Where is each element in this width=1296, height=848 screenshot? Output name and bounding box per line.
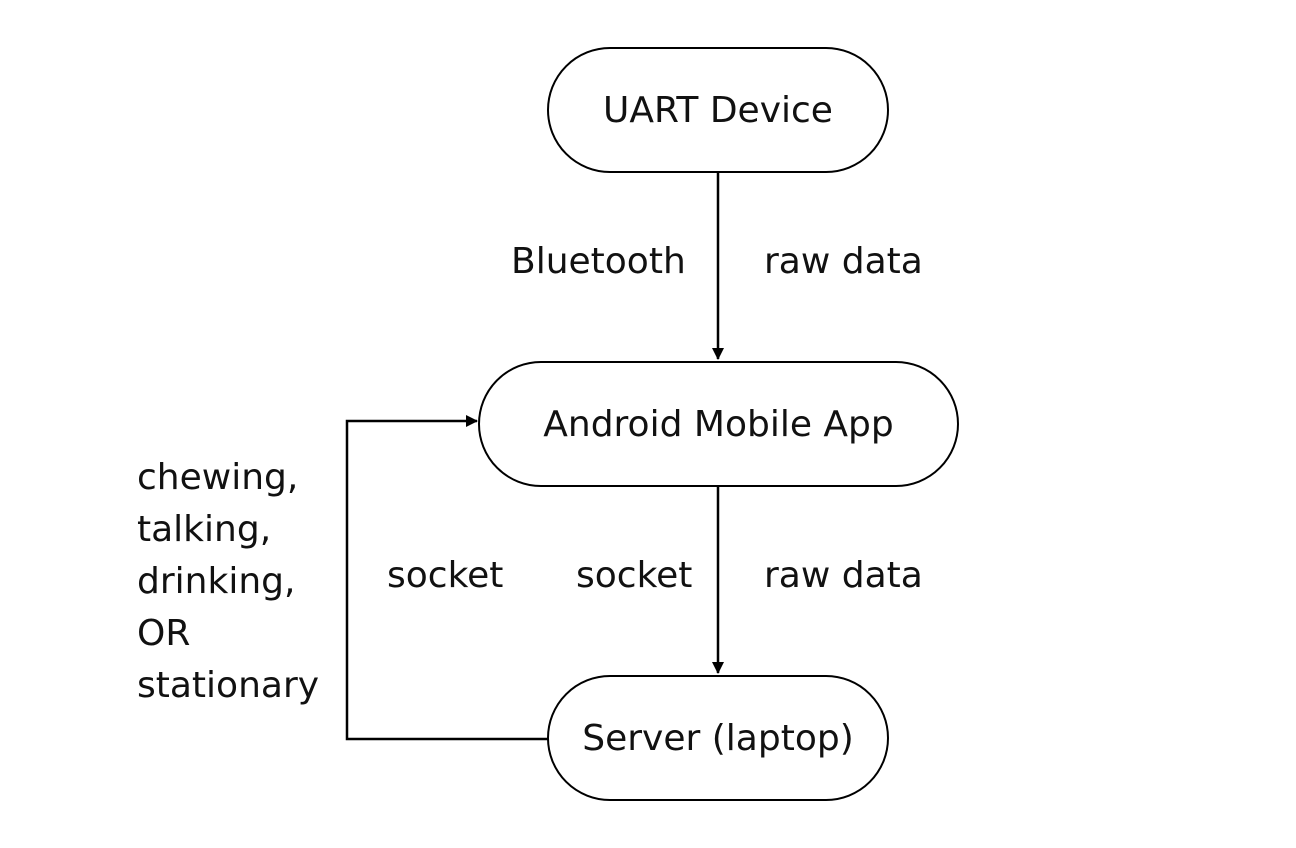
- node-android-mobile-app-label: Android Mobile App: [543, 403, 894, 445]
- activity-item: chewing,: [137, 457, 299, 498]
- activity-item: drinking,: [137, 561, 296, 602]
- activity-item: stationary: [137, 665, 320, 706]
- arrow-server-to-app: [345, 415, 548, 741]
- activity-results-label: chewing, talking, drinking, OR stationar…: [137, 452, 319, 712]
- node-server-laptop: Server (laptop): [547, 675, 889, 801]
- node-server-laptop-label: Server (laptop): [582, 717, 854, 759]
- activity-item: OR: [137, 613, 191, 654]
- edge-label-raw-data-bottom: raw data: [764, 555, 923, 596]
- edge-label-socket-down: socket: [576, 555, 693, 596]
- activity-item: talking,: [137, 509, 272, 550]
- node-uart-device: UART Device: [547, 47, 889, 173]
- edge-label-raw-data-top: raw data: [764, 241, 923, 282]
- edge-label-bluetooth: Bluetooth: [511, 241, 686, 282]
- node-android-mobile-app: Android Mobile App: [478, 361, 959, 487]
- edge-label-socket-return: socket: [387, 555, 504, 596]
- node-uart-device-label: UART Device: [603, 89, 833, 131]
